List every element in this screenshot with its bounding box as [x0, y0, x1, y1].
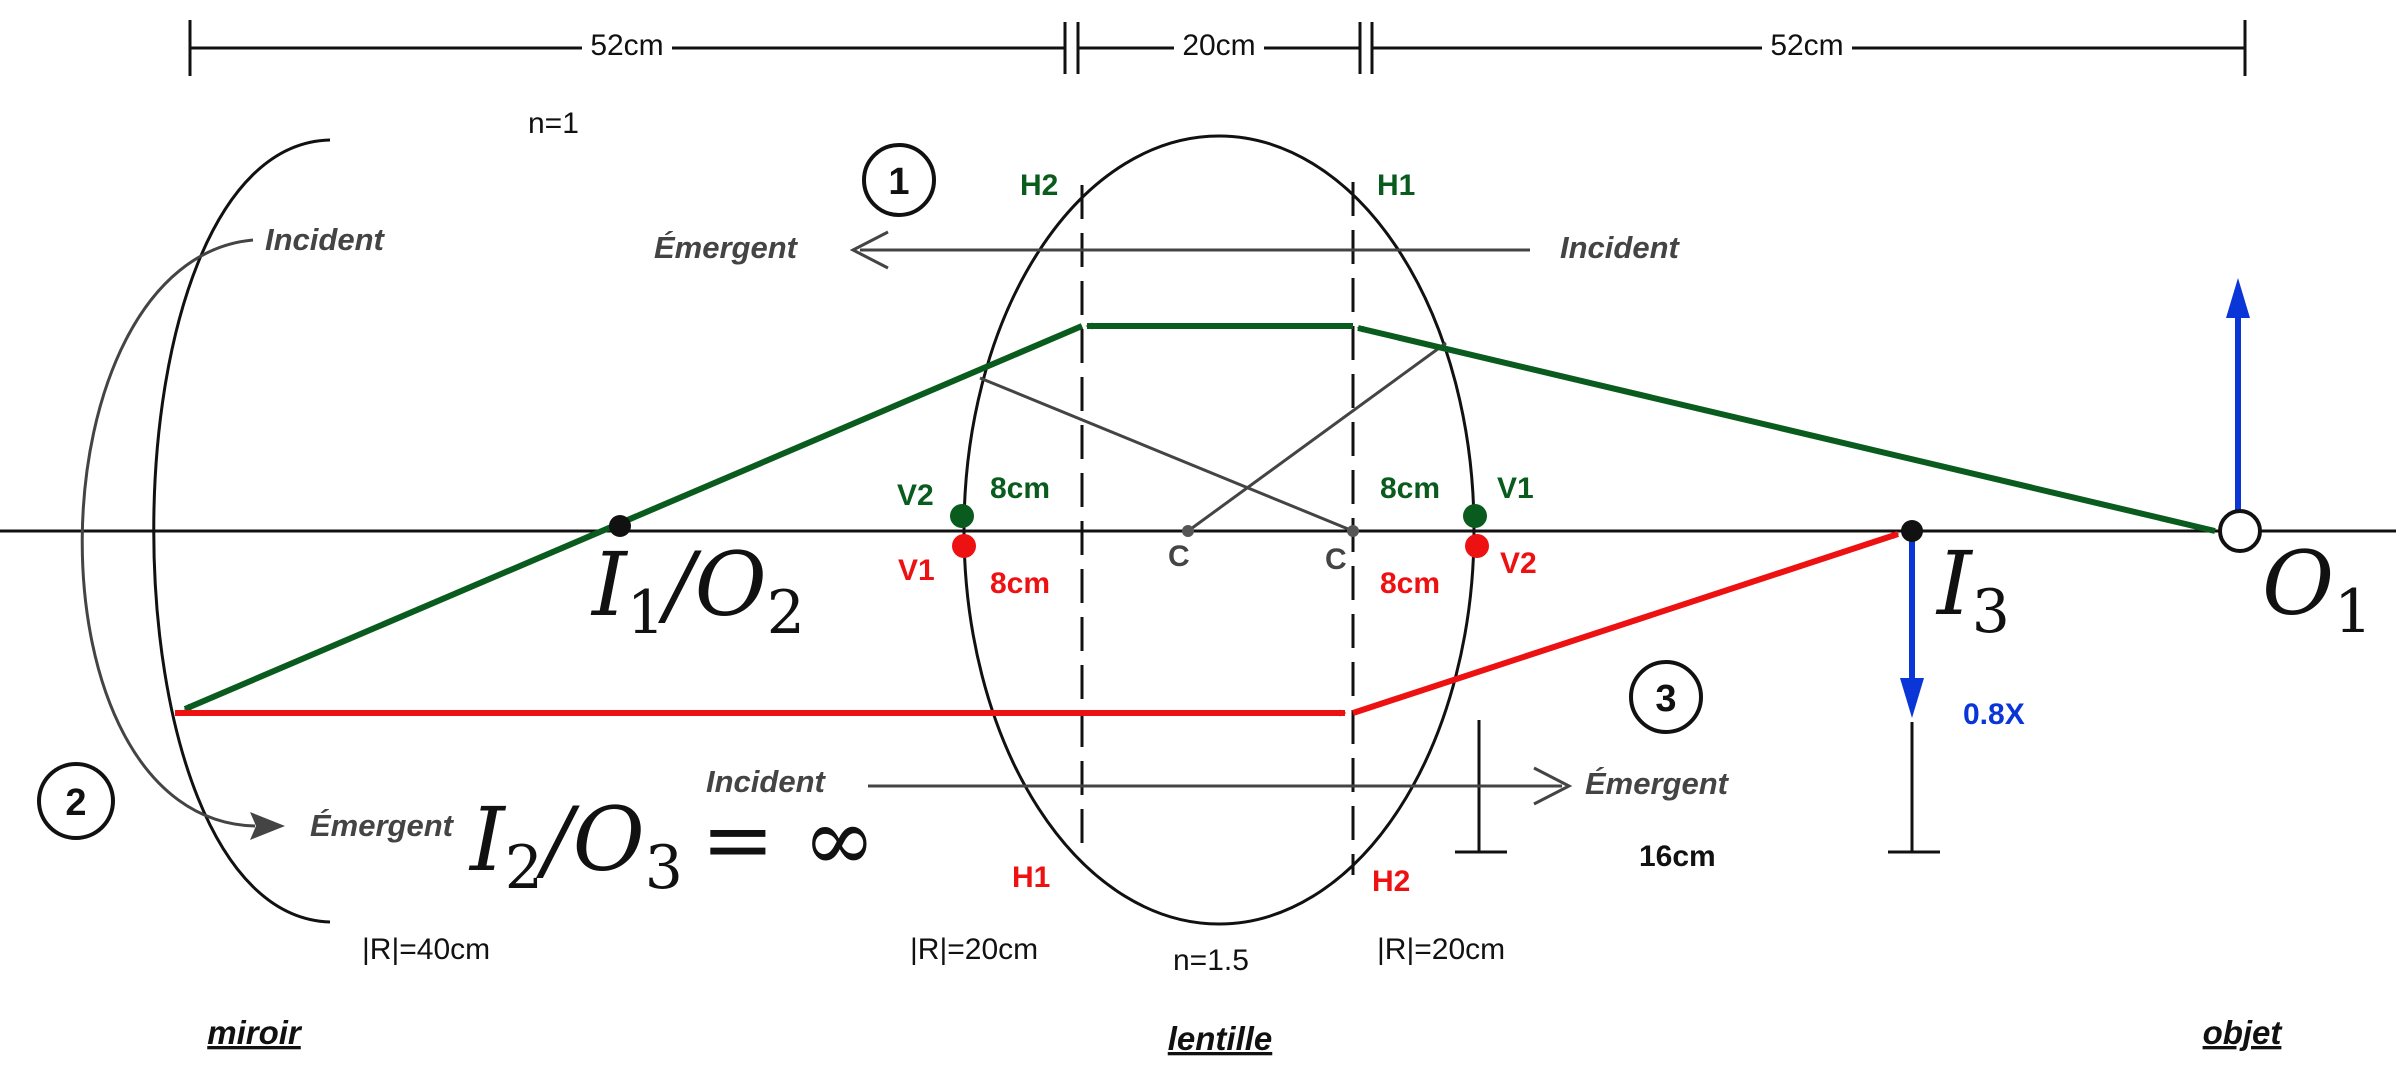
- label-i1-o2: I1/O2: [590, 533, 805, 648]
- step-2-incident-label: Incident: [265, 222, 386, 257]
- object-caption: objet: [2203, 1014, 2284, 1051]
- h1-bottom-label: H1: [1012, 861, 1050, 894]
- step-2-number: 2: [65, 782, 86, 824]
- center-right-label: C: [1325, 543, 1347, 576]
- air-index-label: n=1: [528, 107, 579, 140]
- dimension-middle-label: 20cm: [1182, 29, 1255, 62]
- point-i1-o2: [609, 515, 631, 537]
- lens-right-radius-label: |R|=20cm: [1377, 933, 1505, 966]
- step-3-legend: 3 Incident Émergent: [706, 660, 1730, 806]
- step-3-arrow-head: [1533, 766, 1573, 806]
- dimension-line: 52cm 20cm 52cm: [188, 20, 2247, 76]
- step-2-emergent-label: Émergent: [310, 808, 455, 843]
- label-i3: I3: [1935, 532, 2010, 647]
- construction-line-right: [1187, 341, 1447, 533]
- step-2-badge: [37, 762, 115, 840]
- dimension-right-label: 52cm: [1770, 29, 1843, 62]
- h1-top-label: H1: [1377, 169, 1415, 202]
- label-o1: O1: [2262, 532, 2372, 647]
- step-3-incident-label: Incident: [706, 764, 827, 799]
- lens-left-radius-label: |R|=20cm: [910, 933, 1038, 966]
- step-2-arrow-curve: [80, 238, 256, 828]
- thickness-right-red-label: 8cm: [1380, 567, 1440, 600]
- distance-16cm-label: 16cm: [1639, 840, 1716, 873]
- image-arrow-head: [1900, 678, 1924, 718]
- step-3-badge: [1629, 660, 1703, 734]
- step-2-arrow-head: [250, 812, 285, 840]
- object-arrow-head: [2226, 278, 2250, 318]
- thickness-left-green-label: 8cm: [990, 472, 1050, 505]
- construction-line-left: [979, 376, 1354, 533]
- vertex-v2-green: [950, 504, 974, 528]
- step-1-legend: 1 Incident Émergent: [654, 143, 1681, 270]
- step-1-arrow-head: [849, 230, 889, 270]
- step-1-number: 1: [888, 161, 909, 203]
- v1-left-label: V1: [898, 554, 935, 587]
- h2-top-label: H2: [1020, 169, 1058, 202]
- mirror-caption: miroir: [207, 1014, 303, 1051]
- dimension-left-label: 52cm: [590, 29, 663, 62]
- lens-caption: lentille: [1168, 1020, 1273, 1057]
- thickness-left-red-label: 8cm: [990, 567, 1050, 600]
- step-1-incident-label: Incident: [1560, 230, 1681, 265]
- step-1-emergent-label: Émergent: [654, 230, 799, 265]
- vertex-v1-red: [952, 534, 976, 558]
- thickness-right-green-label: 8cm: [1380, 472, 1440, 505]
- step-3-emergent-label: Émergent: [1585, 766, 1730, 801]
- v2-left-label: V2: [897, 479, 934, 512]
- concave-mirror: [152, 138, 331, 924]
- lens-index-label: n=1.5: [1173, 944, 1249, 977]
- magnification-label: 0.8X: [1963, 698, 2025, 731]
- vertex-v1-green: [1463, 504, 1487, 528]
- red-ray-path: [175, 531, 1900, 717]
- center-point-right: [1347, 525, 1359, 537]
- center-point-left: [1182, 525, 1194, 537]
- mirror-radius-label: |R|=40cm: [362, 933, 490, 966]
- step-2-legend: 2 Incident Émergent: [37, 222, 455, 843]
- step-3-number: 3: [1655, 678, 1676, 720]
- lens: [962, 134, 1476, 926]
- label-i2-o3-infinity: I2/O3= ∞: [468, 788, 876, 903]
- v1-right-label: V1: [1497, 472, 1534, 505]
- center-left-label: C: [1168, 540, 1190, 573]
- h2-bottom-label: H2: [1372, 865, 1410, 898]
- v2-right-label: V2: [1500, 547, 1537, 580]
- step-1-badge: [862, 143, 936, 217]
- point-i3: [1901, 520, 1923, 542]
- vertex-v2-red: [1465, 534, 1489, 558]
- point-o1: [2218, 509, 2262, 553]
- green-ray-path: [183, 322, 2216, 712]
